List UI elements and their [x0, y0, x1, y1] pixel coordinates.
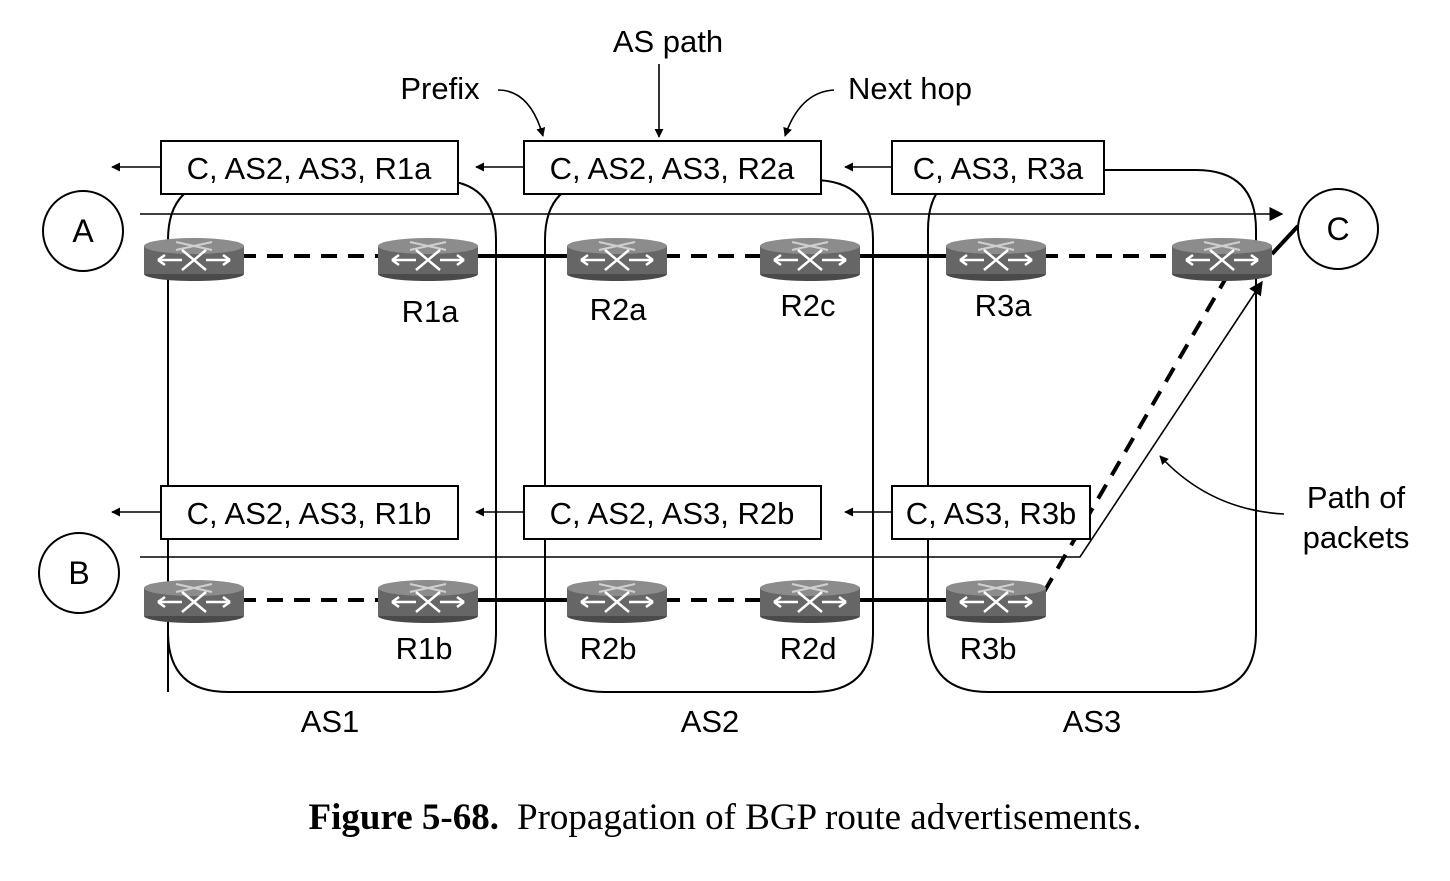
links	[240, 224, 1300, 602]
advertisement-text: C, AS2, AS3, R2b	[550, 496, 795, 531]
router-r2d	[758, 578, 862, 625]
router-as3-border	[1170, 236, 1274, 283]
path-of-packets-arrow	[1159, 455, 1285, 515]
router-r2b	[565, 578, 669, 625]
prefix-label: Prefix	[400, 71, 480, 106]
prefix-arrow	[497, 89, 546, 137]
figure-number: Figure 5-68.	[308, 797, 500, 838]
router-r2c	[758, 236, 862, 283]
host-a-label: A	[72, 213, 94, 249]
path-of-packets-label-line1: Path of	[1307, 480, 1406, 515]
label-as2: AS2	[681, 704, 740, 739]
figure-caption: Figure 5-68. Propagation of BGP route adv…	[0, 796, 1450, 839]
advertisement-top-as1: C, AS2, AS3, R1a	[160, 140, 459, 195]
router-r1b	[376, 578, 480, 625]
advertisement-text: C, AS3, R3a	[913, 151, 1084, 186]
advertisement-top-as3: C, AS3, R3a	[891, 140, 1105, 195]
as3-region	[927, 169, 1257, 693]
advertisement-arrows	[111, 162, 892, 517]
router-r1a	[376, 236, 480, 283]
packet-paths	[140, 207, 1284, 558]
router-as1-bottom	[142, 578, 246, 625]
figure-caption-text: Propagation of BGP route advertisements.	[517, 797, 1142, 838]
label-as3: AS3	[1063, 704, 1122, 739]
advertisement-top-as2: C, AS2, AS3, R2a	[523, 140, 822, 195]
label-r2b: R2b	[580, 631, 637, 666]
advertisement-bottom-as3: C, AS3, R3b	[891, 485, 1091, 540]
router-r3b	[944, 578, 1048, 625]
label-r2a: R2a	[590, 292, 648, 327]
label-as1: AS1	[301, 704, 360, 739]
label-r3b: R3b	[960, 631, 1017, 666]
advertisement-bottom-as2: C, AS2, AS3, R2b	[523, 485, 822, 540]
path-of-packets-label-line2: packets	[1303, 520, 1410, 555]
router-as1-top	[142, 236, 246, 283]
label-r1a: R1a	[402, 294, 460, 329]
advertisement-text: C, AS2, AS3, R1b	[187, 496, 432, 531]
label-r2c: R2c	[780, 288, 835, 323]
host-a: A	[42, 190, 124, 272]
next-hop-label: Next hop	[848, 71, 972, 106]
advertisement-text: C, AS2, AS3, R1a	[187, 151, 432, 186]
as-path-label: AS path	[613, 24, 723, 59]
advertisement-text: C, AS2, AS3, R2a	[550, 151, 795, 186]
host-b: B	[38, 532, 120, 614]
router-r3a	[944, 236, 1048, 283]
advertisement-bottom-as1: C, AS2, AS3, R1b	[160, 485, 459, 540]
label-r3a: R3a	[975, 288, 1033, 323]
next-hop-arrow	[783, 89, 835, 137]
host-b-label: B	[68, 555, 89, 591]
host-c: C	[1297, 188, 1379, 270]
advertisement-text: C, AS3, R3b	[906, 496, 1077, 531]
host-c-label: C	[1326, 211, 1349, 247]
label-r2d: R2d	[780, 631, 837, 666]
label-r1b: R1b	[396, 631, 453, 666]
router-r2a	[565, 236, 669, 283]
